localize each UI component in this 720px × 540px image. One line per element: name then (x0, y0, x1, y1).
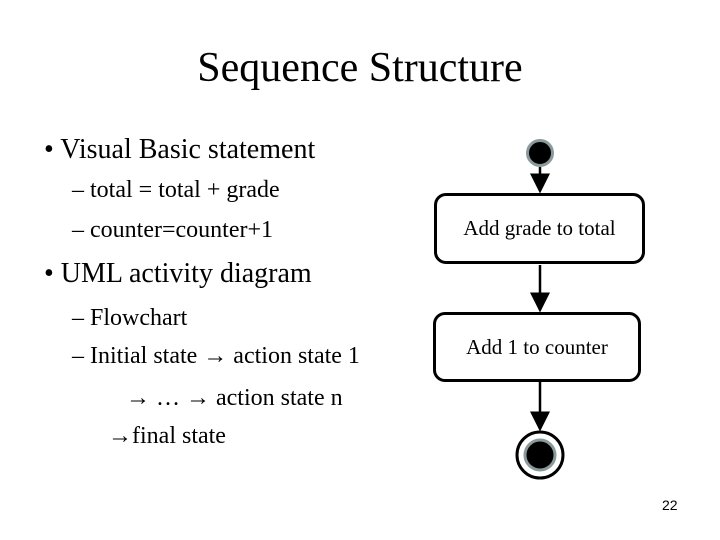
slide-title: Sequence Structure (197, 45, 523, 91)
sub-bullet-flowchart: – Flowchart (72, 305, 188, 331)
final-state-inner-icon (523, 438, 557, 472)
sub-bullet-action-state-n: → … → action state n (126, 385, 343, 411)
sub-bullet-initial-state: – Initial state → action state 1 (72, 343, 360, 369)
sub-bullet-counter: – counter=counter+1 (72, 217, 273, 243)
action-state-add-grade: Add grade to total (434, 193, 645, 264)
sub-bullet-final-state: →final state (108, 423, 226, 449)
sub-bullet-total: – total = total + grade (72, 177, 280, 203)
bullet-uml: • UML activity diagram (44, 258, 312, 289)
initial-state-icon (526, 139, 554, 167)
page-number: 22 (662, 497, 678, 513)
bullet-visual-basic: • Visual Basic statement (44, 134, 316, 165)
action-state-add-counter: Add 1 to counter (433, 312, 641, 382)
